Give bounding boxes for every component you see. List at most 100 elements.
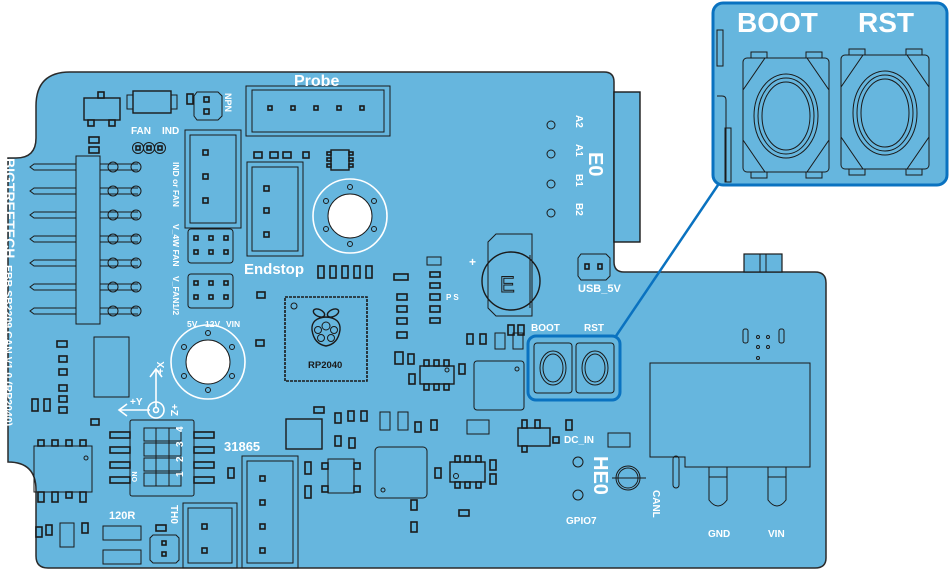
plus-label: + xyxy=(469,255,476,269)
usb-5v-label: USB_5V xyxy=(578,283,621,295)
inductor-mid xyxy=(473,360,525,411)
inductor-left xyxy=(93,336,130,398)
usb-connector xyxy=(613,91,641,243)
board-outline xyxy=(7,71,827,569)
dip-2-label: 2 xyxy=(175,456,186,462)
jumper-pin xyxy=(223,294,229,300)
dip-1-label: 1 xyxy=(175,471,186,477)
battery-label: E xyxy=(500,272,515,297)
axis-y-label: +Y xyxy=(130,397,143,408)
axis-z-label: +Z xyxy=(168,404,179,416)
sot23-5 xyxy=(327,458,355,494)
canl-label: CANL xyxy=(650,490,661,518)
b1-label: B1 xyxy=(573,174,584,187)
mounting-hole-top xyxy=(312,178,388,254)
header-pin-pad xyxy=(107,233,119,245)
header-pin-pad xyxy=(130,185,142,197)
vin-jumper-label: VIN xyxy=(226,319,240,329)
sot23-dc xyxy=(517,427,551,447)
sensor-31865-label: 31865 xyxy=(224,439,260,454)
v-4w-fan-jumper xyxy=(187,228,234,264)
a2-label: A2 xyxy=(573,115,584,128)
31865-connector xyxy=(241,455,299,569)
rst-button[interactable] xyxy=(840,48,930,176)
jumper-pin xyxy=(193,280,199,286)
header-pin-pad xyxy=(107,209,119,221)
callout-boot-label: BOOT xyxy=(737,7,818,38)
raspberry-pi-logo xyxy=(311,308,341,347)
ind-fan-connector xyxy=(184,129,242,229)
dip-on-label: ON xyxy=(132,472,139,483)
ind-label: IND xyxy=(162,126,179,137)
fan-ind-jumper xyxy=(132,142,166,154)
th0-label: TH0 xyxy=(168,505,179,524)
v-fan12-label: V_FAN1/2 xyxy=(171,276,181,315)
jumper-pin xyxy=(223,280,229,286)
boot-button[interactable] xyxy=(742,51,830,179)
vin-label: VIN xyxy=(768,529,785,540)
fuse-he0 xyxy=(612,465,646,491)
endstop-label: Endstop xyxy=(244,261,304,278)
rp2040-mcu xyxy=(284,296,368,382)
rst-label-small: RST xyxy=(584,323,604,334)
rp2040-label: RP2040 xyxy=(308,360,342,371)
header-pin-pad xyxy=(107,257,119,269)
ind-or-fan-label: IND or FAN xyxy=(171,162,181,207)
v-fan12-jumper xyxy=(187,273,234,309)
dip-4-label: 4 xyxy=(175,426,186,432)
dip-switch[interactable] xyxy=(109,419,215,497)
mounting-hole-bottom xyxy=(170,324,246,400)
jumper-pin xyxy=(208,280,214,286)
th0-connector xyxy=(182,502,238,569)
probe-connector xyxy=(245,85,391,137)
pin-header-left xyxy=(29,155,142,325)
e0-label: E0 xyxy=(584,152,606,176)
jumper-pin xyxy=(193,249,199,255)
model-label: EBB SB2209 CAN V1.0 (RP2040) xyxy=(2,265,14,426)
header-pin-pad xyxy=(130,161,142,173)
dc-in-label: DC_IN xyxy=(564,435,594,446)
battery-holder: E xyxy=(481,233,541,317)
tab-connector xyxy=(743,253,783,273)
jumper-pin xyxy=(208,235,214,241)
he0-label: HE0 xyxy=(589,456,611,495)
header-pin-pad xyxy=(107,185,119,197)
gnd-label: GND xyxy=(708,529,730,540)
inductor-bottom xyxy=(374,446,428,499)
usb-5v-jumper xyxy=(577,253,611,281)
header-pin-pad xyxy=(130,257,142,269)
header-pin-pad xyxy=(107,281,119,293)
boot-rst-buttons-small xyxy=(533,342,615,394)
v-4w-fan-label: V_4W FAN xyxy=(171,224,181,267)
jumper-pin xyxy=(223,249,229,255)
axis-indicator xyxy=(117,367,165,419)
a1-label: A1 xyxy=(573,144,584,157)
12v-label: 12V xyxy=(205,319,220,329)
endstop-connector xyxy=(246,161,304,257)
jumper-pin xyxy=(223,235,229,241)
jumper-pin xyxy=(208,294,214,300)
jumper-pin xyxy=(208,249,214,255)
he0-pad xyxy=(572,456,584,468)
header-pin-pad xyxy=(130,209,142,221)
5v-label: 5V xyxy=(187,319,198,329)
gpio7-pad xyxy=(572,489,584,501)
header-pin-pad xyxy=(130,305,142,317)
header-pin-pad xyxy=(107,161,119,173)
callout-leader-line xyxy=(614,184,720,337)
header-pin-pad xyxy=(130,233,142,245)
soic8-chip xyxy=(33,439,93,503)
npn-label: NPN xyxy=(223,93,233,112)
fan-label: FAN xyxy=(131,126,151,137)
probe-label: Probe xyxy=(294,73,339,90)
jumper-pin xyxy=(193,294,199,300)
npn-jumper xyxy=(193,91,223,121)
callout-rst-label: RST xyxy=(858,7,914,38)
axis-x-label: +X xyxy=(156,361,167,374)
header-pin-pad xyxy=(107,305,119,317)
120r-label: 120R xyxy=(109,510,135,522)
jumper-pin xyxy=(193,235,199,241)
dip-3-label: 3 xyxy=(175,441,186,447)
gpio7-label: GPIO7 xyxy=(566,516,597,527)
